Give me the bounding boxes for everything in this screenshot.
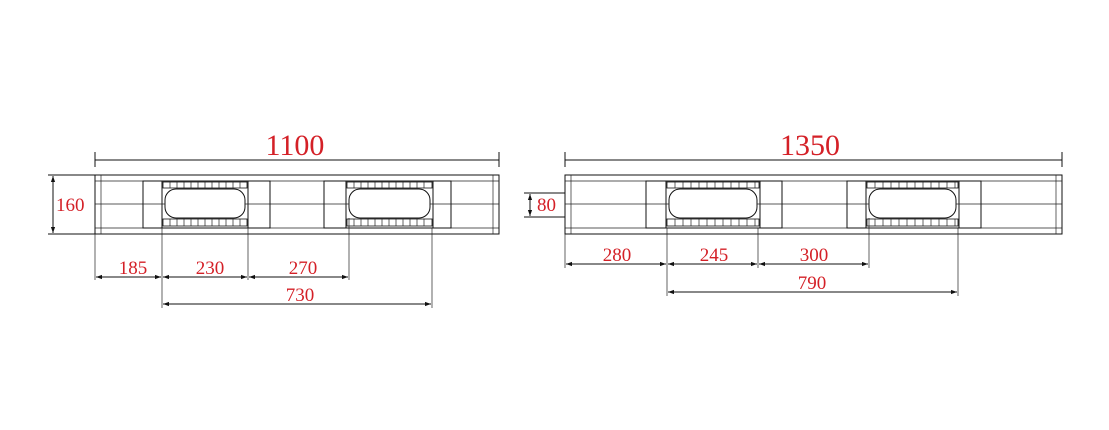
dimension-230: 230 <box>163 258 247 280</box>
dimension-height-right: 80 <box>524 192 565 218</box>
dim-label-790: 790 <box>798 273 827 294</box>
dim-label-270: 270 <box>289 258 318 279</box>
dim-label-185: 185 <box>119 258 148 279</box>
dim-label-1100: 1100 <box>266 129 325 162</box>
dim-label-300: 300 <box>800 245 829 266</box>
left-pallet-view: 1100 <box>48 129 500 308</box>
dim-label-80: 80 <box>537 195 556 216</box>
fork-opening-left-1 <box>142 180 271 229</box>
dimension-300: 300 <box>759 245 868 267</box>
dimension-245: 245 <box>668 245 757 267</box>
dimension-overall-length-right: 1350 <box>564 129 1063 167</box>
fork-opening-right-1 <box>645 180 783 229</box>
pallet-body-right <box>564 174 1063 235</box>
dim-label-160: 160 <box>56 195 85 216</box>
fork-opening-left-2 <box>323 180 452 229</box>
dimension-overall-length-left: 1100 <box>94 129 500 167</box>
fork-opening-right-2 <box>846 180 982 229</box>
dim-label-280: 280 <box>603 245 632 266</box>
dim-label-230: 230 <box>196 258 225 279</box>
dimension-185: 185 <box>96 258 161 280</box>
pallet-body-left <box>94 174 500 235</box>
dimension-270: 270 <box>249 258 348 280</box>
dim-label-245: 245 <box>700 245 729 266</box>
dim-label-1350: 1350 <box>780 129 840 162</box>
dim-label-730: 730 <box>286 285 315 306</box>
dimension-730: 730 <box>163 285 431 307</box>
dimension-790: 790 <box>668 273 957 295</box>
dimension-height-left: 160 <box>48 174 95 235</box>
right-pallet-view: 1350 <box>524 129 1063 296</box>
dimension-280: 280 <box>566 245 666 267</box>
